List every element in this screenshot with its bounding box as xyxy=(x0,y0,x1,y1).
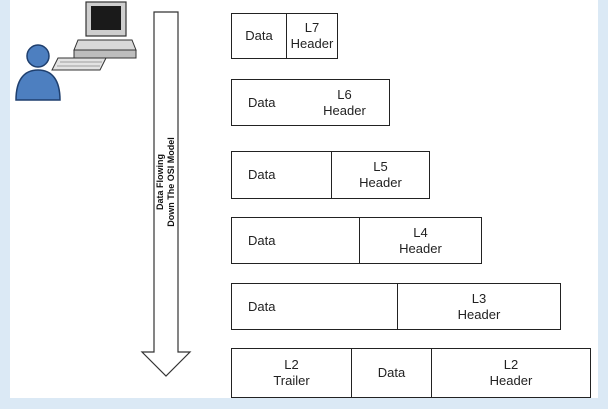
layer-l3-frame: Data L3 Header xyxy=(231,283,561,330)
data-cell: Data xyxy=(245,28,273,43)
header-label: Header xyxy=(457,306,501,322)
trailer-layer-label: L2 xyxy=(284,357,299,372)
header-cell: L7 Header xyxy=(286,14,337,58)
header-cell: L6 Header xyxy=(300,80,389,125)
diagram-panel xyxy=(10,0,598,398)
data-cell: Data xyxy=(351,349,431,397)
header-label: Header xyxy=(399,240,442,256)
header-layer-label: L5 xyxy=(373,159,388,174)
header-layer-label: L6 xyxy=(337,86,352,102)
data-cell: Data xyxy=(248,167,276,182)
header-label: Header xyxy=(489,373,533,388)
data-cell: Data xyxy=(248,232,276,248)
layer-l5-frame: Data L5 Header xyxy=(231,151,430,199)
layer-l2-frame: L2 Trailer Data L2 Header xyxy=(231,348,591,398)
header-cell: L2 Header xyxy=(431,349,590,397)
down-arrow-icon xyxy=(140,11,192,377)
header-label: Header xyxy=(290,36,334,51)
layer-l4-frame: Data L4 Header xyxy=(231,217,482,264)
trailer-cell: L2 Trailer xyxy=(232,349,351,397)
arrow-label: Data Flowing Down The OSI Model xyxy=(155,82,177,282)
header-label: Header xyxy=(323,102,366,118)
computer-icon xyxy=(51,1,137,71)
person-icon xyxy=(15,44,61,101)
header-layer-label: L4 xyxy=(413,224,428,240)
arrow-label-line2: Down The OSI Model xyxy=(166,137,176,227)
user-computer-illustration xyxy=(15,1,137,101)
header-layer-label: L7 xyxy=(304,20,320,35)
layer-l7-frame: Data L7 Header xyxy=(231,13,338,59)
header-cell: L5 Header xyxy=(331,152,429,198)
header-label: Header xyxy=(359,175,402,190)
arrow-label-line1: Data Flowing xyxy=(155,154,165,210)
header-layer-label: L3 xyxy=(471,290,487,306)
data-cell: Data xyxy=(248,94,276,110)
trailer-label: Trailer xyxy=(273,373,310,388)
header-cell: L3 Header xyxy=(397,284,560,329)
data-cell: Data xyxy=(248,298,276,314)
header-layer-label: L2 xyxy=(503,357,519,372)
header-cell: L4 Header xyxy=(359,218,481,263)
layer-l6-frame: Data L6 Header xyxy=(231,79,390,126)
